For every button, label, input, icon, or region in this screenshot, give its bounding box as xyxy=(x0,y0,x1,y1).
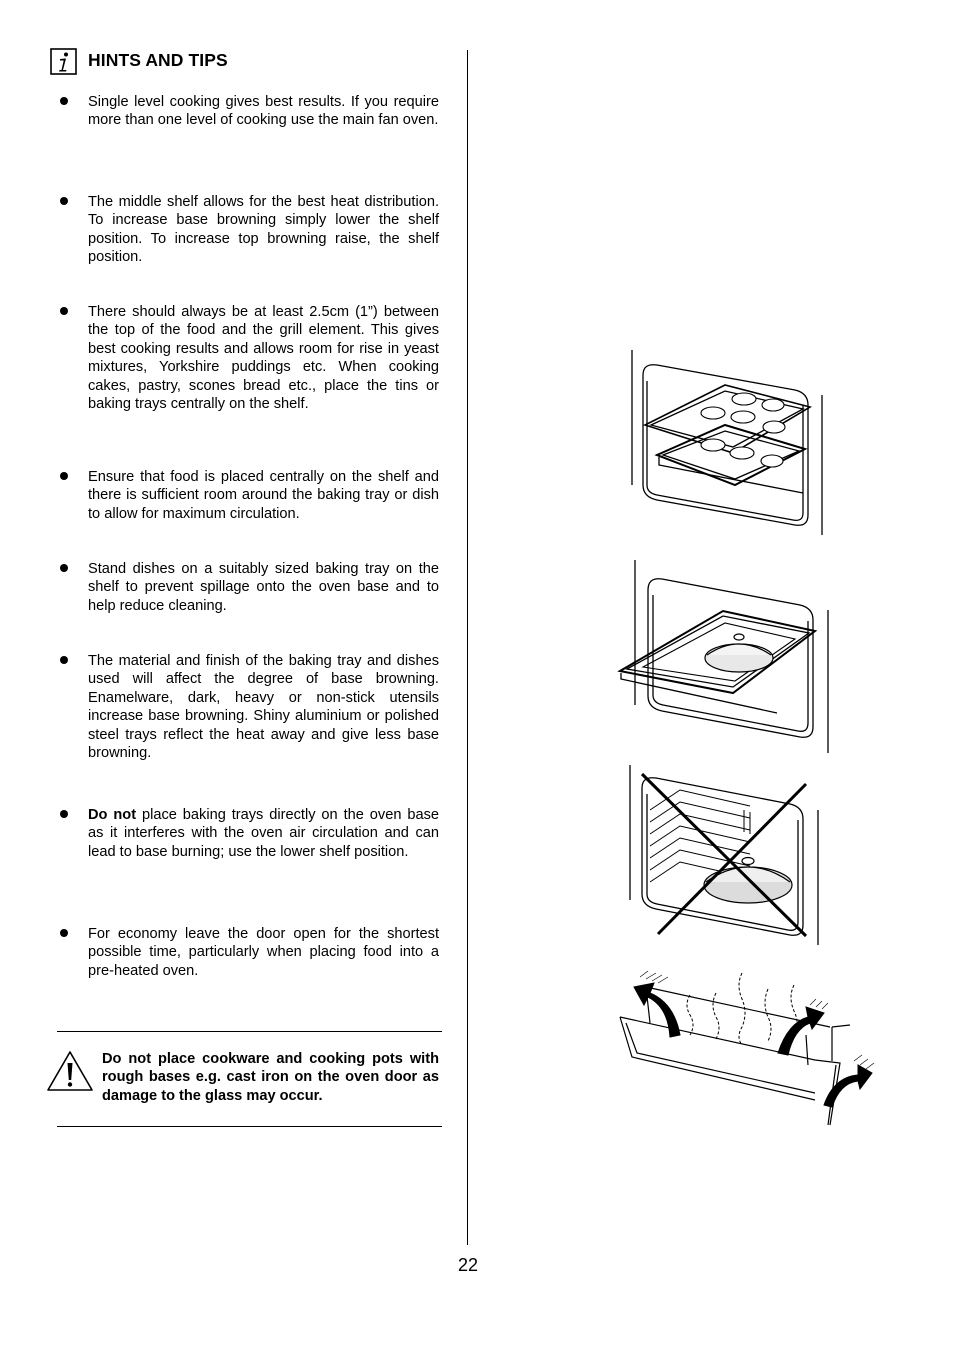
bullet xyxy=(60,97,68,105)
page-heading: HINTS AND TIPS xyxy=(88,50,228,70)
bullet xyxy=(60,564,68,572)
bullet xyxy=(60,307,68,315)
tip-food-central: Ensure that food is placed centrally on … xyxy=(88,469,439,522)
tip-economy: For economy leave the door open for the … xyxy=(88,926,439,979)
warning-triangle-icon xyxy=(47,1051,93,1091)
info-icon xyxy=(50,48,77,75)
tip-do-not-label: Do not xyxy=(88,807,137,823)
oven-dish-on-base-crossed-illustration xyxy=(629,765,819,945)
warning-rule-top xyxy=(57,1031,442,1032)
oven-door-open-heat-illustration xyxy=(619,970,875,1126)
warning-text: Do not place cookware and cooking pots w… xyxy=(102,1051,439,1104)
bullet xyxy=(60,810,68,818)
bullet xyxy=(60,197,68,205)
oven-dish-on-tray-illustration xyxy=(617,560,829,753)
tip-grill-clearance: There should always be at least 2.5cm (1… xyxy=(88,304,439,413)
tip-stand-dishes: Stand dishes on a suitably sized baking … xyxy=(88,561,439,614)
tip-single-level: Single level cooking gives best results.… xyxy=(88,94,439,129)
tip-tray-material: The material and finish of the baking tr… xyxy=(88,653,439,762)
bullet xyxy=(60,929,68,937)
tip-do-not-base: Do not place baking trays directly on th… xyxy=(88,806,439,861)
bullet xyxy=(60,656,68,664)
warning-rule-bottom xyxy=(57,1126,442,1127)
tip-do-not-text: place baking trays directly on the oven … xyxy=(88,807,440,860)
oven-two-shelves-illustration xyxy=(631,350,823,535)
column-divider xyxy=(467,50,468,1245)
tip-middle-shelf: The middle shelf allows for the best hea… xyxy=(88,194,439,266)
page-number: 22 xyxy=(457,1255,479,1275)
bullet xyxy=(60,472,68,480)
